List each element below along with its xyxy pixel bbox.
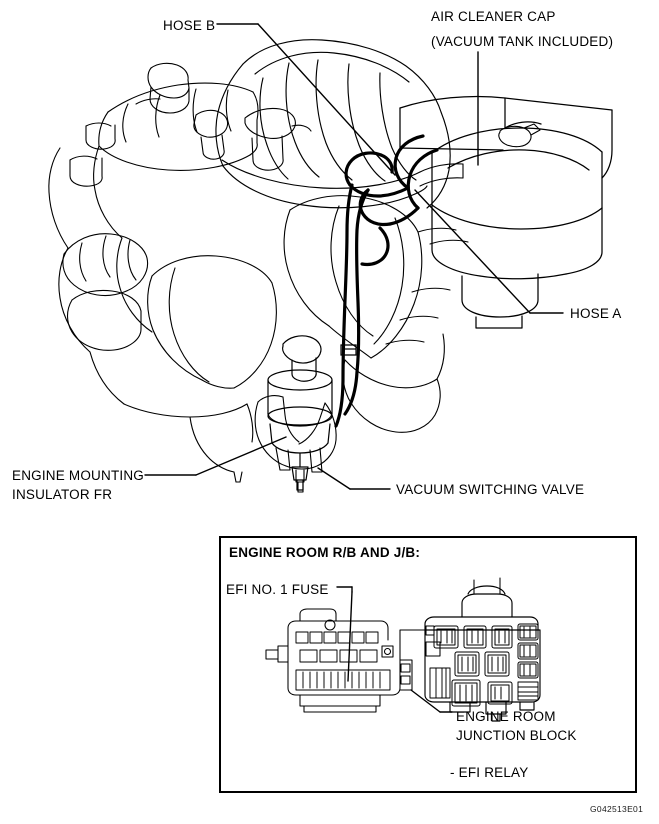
hose-b-line-3 — [344, 151, 383, 187]
engine-block-center — [147, 255, 277, 389]
hose-clamps — [340, 344, 357, 356]
intake-manifold — [215, 39, 451, 209]
cam-sensor — [193, 109, 229, 160]
label-air-cleaner-cap: AIR CLEANER CAP — [431, 9, 556, 24]
label-hose-b: HOSE B — [163, 18, 216, 33]
fuse-comb-lower — [295, 669, 391, 691]
callout-leader-lines — [336, 586, 453, 713]
label-engine-room-junction-block-line1: ENGINE ROOM — [456, 709, 556, 724]
air-box-bracket — [419, 163, 464, 187]
leader-engine-mount-d — [195, 436, 287, 476]
engine-mount-insulator — [254, 395, 337, 493]
air-cleaner-cap — [399, 95, 613, 329]
label-vacuum-switching-valve: VACUUM SWITCHING VALVE — [396, 482, 585, 497]
leader-hose-a-d — [414, 189, 531, 314]
accessory-cluster-left — [62, 233, 149, 351]
relay-block-fuse-combs — [429, 667, 539, 701]
label-efi-relay: - EFI RELAY — [450, 765, 529, 780]
fuse-slots-upper — [295, 631, 379, 644]
vacuum-hoses — [334, 134, 439, 428]
leader-junction-d — [410, 689, 441, 713]
relay-block-wire-stubs — [473, 577, 501, 595]
label-air-cleaner-cap-note: (VACUUM TANK INCLUDED) — [431, 34, 614, 49]
leader-efi-fuse-d — [347, 591, 353, 682]
figure-id-code: G042513E01 — [590, 804, 644, 814]
valve-cover-upper — [98, 82, 259, 171]
engine-right-detail — [385, 227, 469, 345]
label-hose-a: HOSE A — [570, 306, 622, 321]
relay-sockets — [433, 623, 539, 707]
throttle-inlet — [135, 62, 190, 114]
air-inlet-clip — [498, 123, 541, 148]
leader-vsv-d — [317, 467, 351, 490]
leader-lines — [144, 23, 564, 490]
block-bridge — [399, 659, 413, 691]
mount-bracket-left — [123, 403, 254, 483]
leader-hose-b-d — [257, 23, 396, 176]
fuse-block-left — [265, 608, 426, 713]
hose-b-line-2 — [348, 183, 410, 198]
fuel-rail-area — [244, 107, 312, 171]
label-engine-mounting-line2: INSULATOR FR — [12, 487, 113, 502]
misc-top-left — [69, 122, 116, 187]
relay-block-right — [424, 585, 541, 722]
relay-block-panel — [425, 625, 441, 657]
hose-b-line — [393, 134, 425, 190]
fuse-slots-mid — [299, 649, 378, 663]
label-engine-room-junction-block-line2: JUNCTION BLOCK — [456, 728, 577, 743]
label-engine-mounting-line1: ENGINE MOUNTING — [12, 468, 145, 483]
label-efi-no1-fuse: EFI NO. 1 FUSE — [226, 582, 329, 597]
engine-room-callout-box — [219, 536, 637, 793]
fuse-block-detail-square — [381, 645, 394, 658]
callout-title: ENGINE ROOM R/B AND J/B: — [229, 545, 421, 560]
